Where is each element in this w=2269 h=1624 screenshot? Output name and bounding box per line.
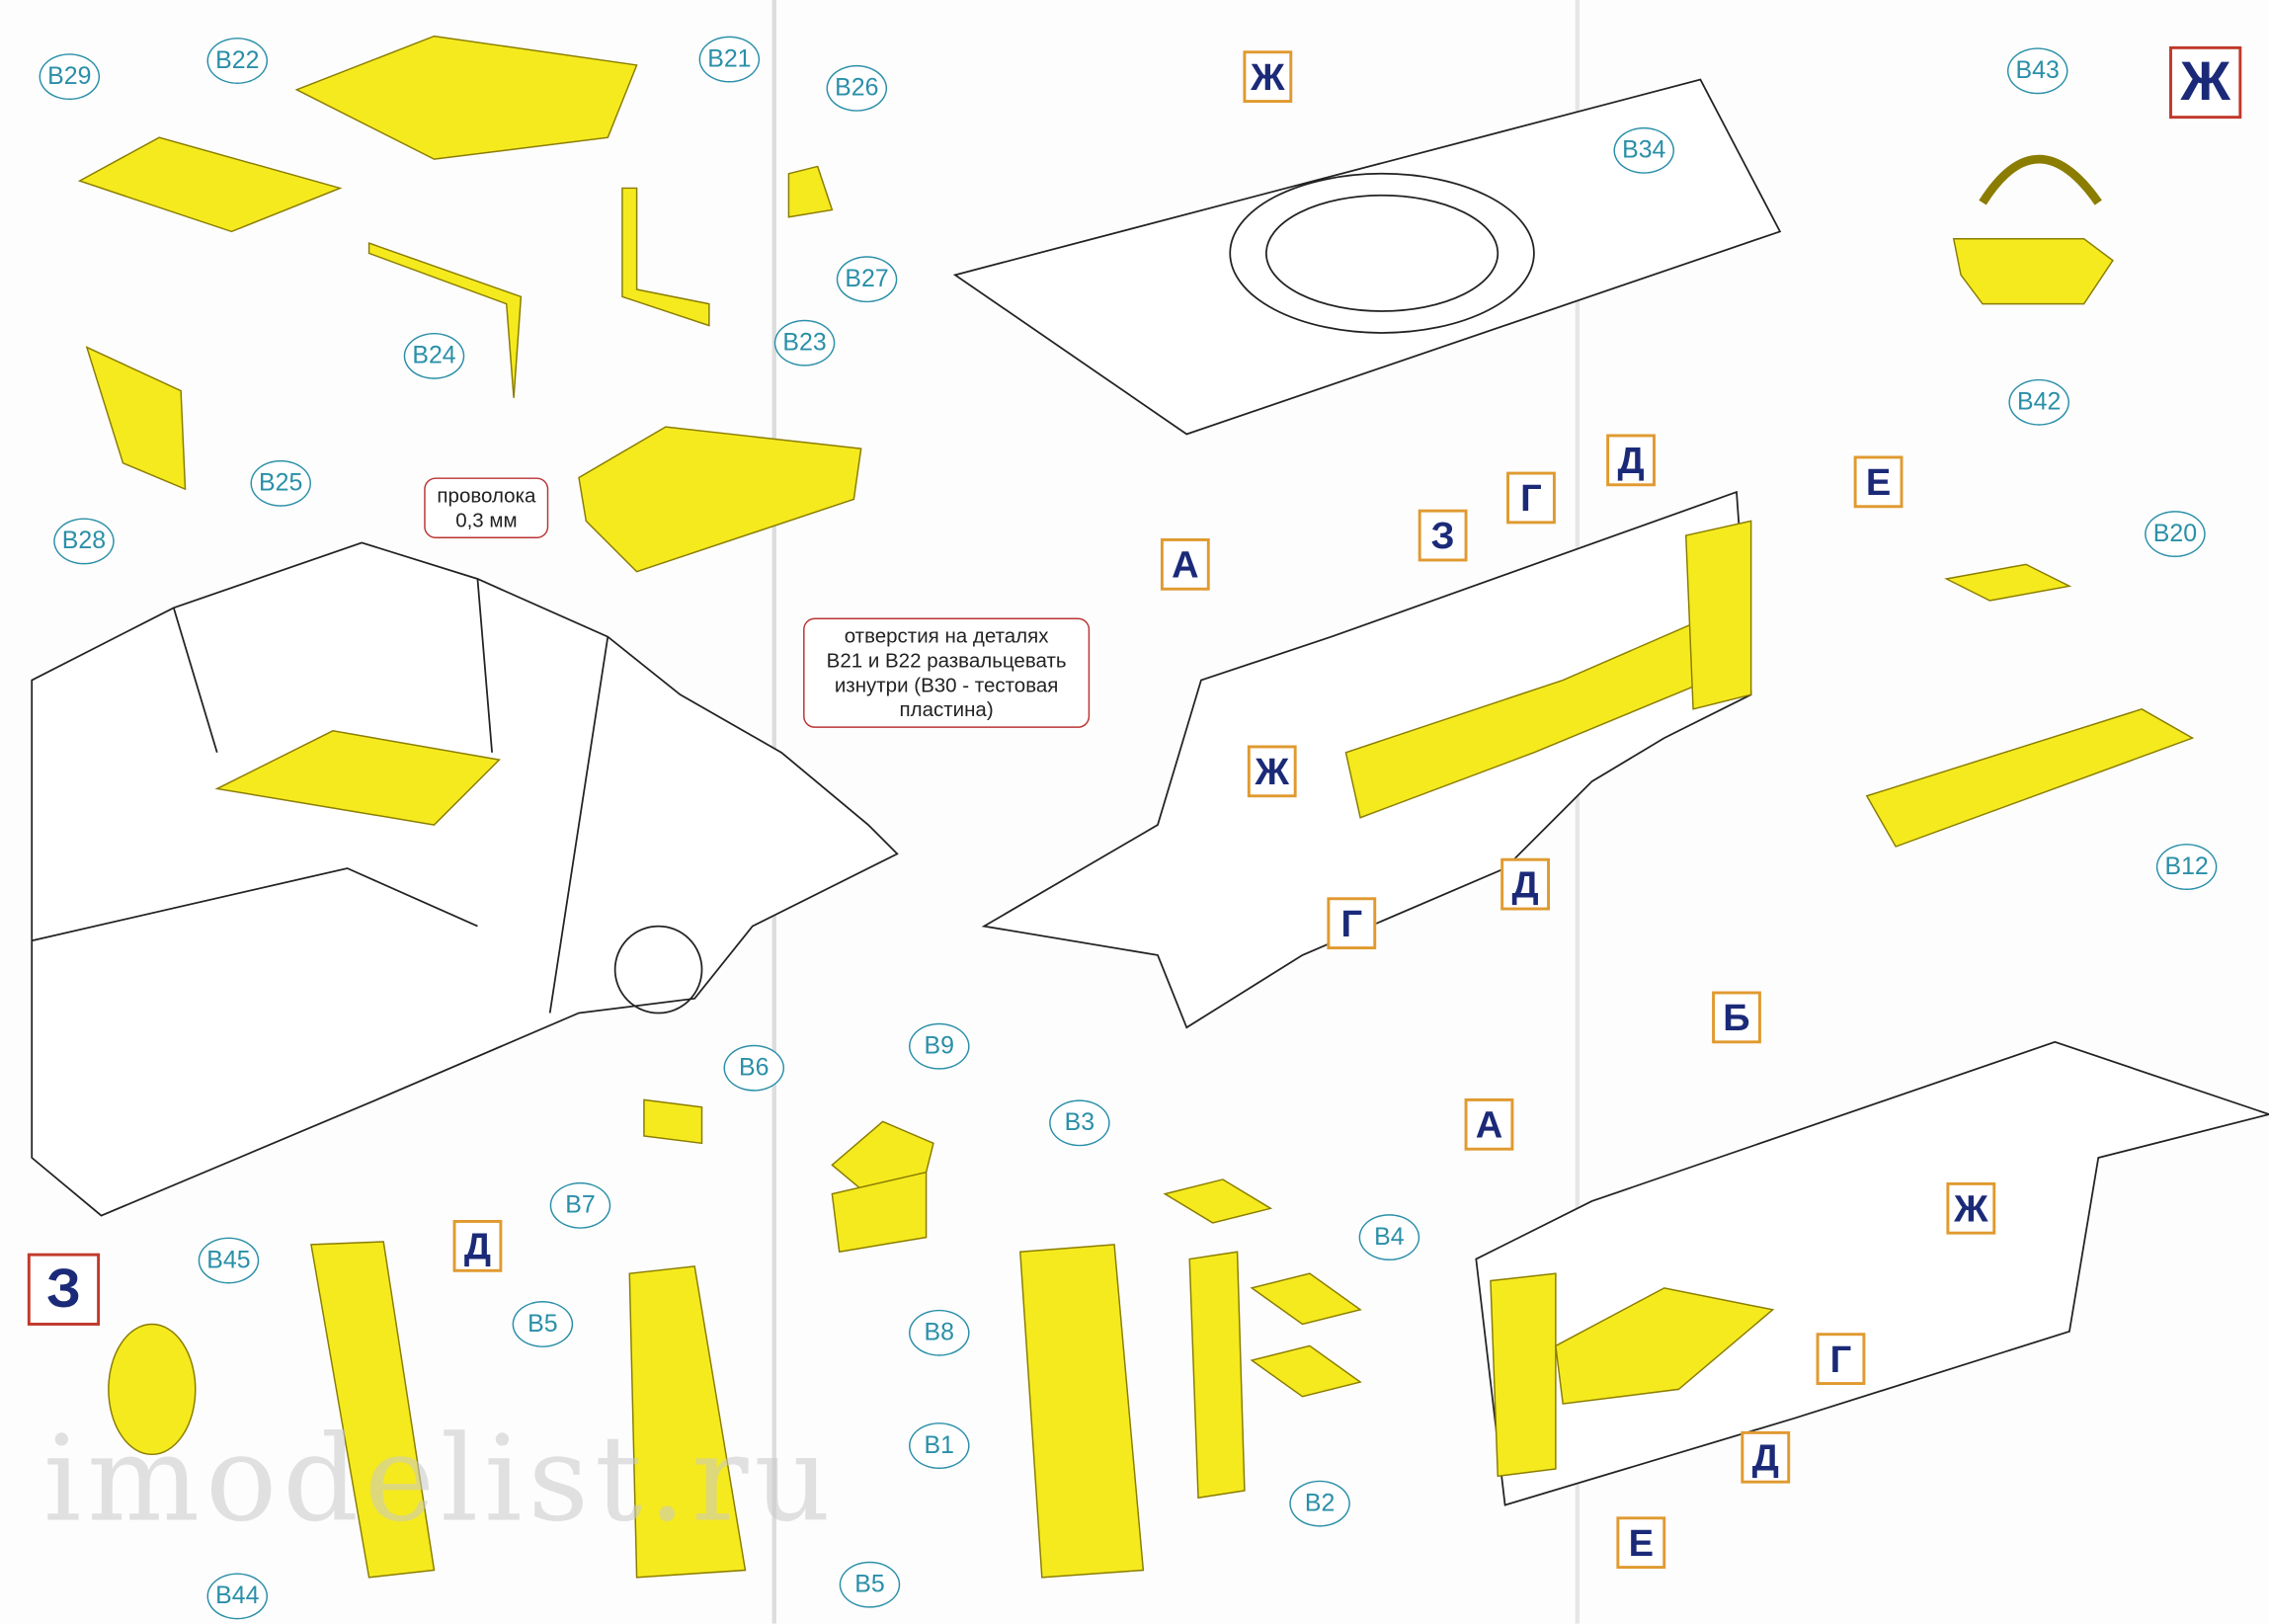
part-label: B27 — [836, 256, 898, 303]
part-label: B21 — [698, 36, 761, 83]
chassis-detail — [32, 578, 609, 1014]
part-b20 — [1944, 563, 2072, 602]
part-label: B9 — [909, 1022, 970, 1070]
note-line: проволока — [437, 483, 536, 507]
hull-roof-plate — [952, 78, 1782, 436]
part-label: B6 — [723, 1044, 785, 1092]
part-label: B29 — [39, 53, 101, 101]
part-b23 — [621, 187, 710, 327]
step-label-zh: Ж — [1243, 50, 1293, 104]
hatch-opening — [1264, 194, 1499, 312]
part-b45 — [108, 1323, 197, 1456]
step-label-d: Д — [1500, 857, 1551, 911]
part-label: B22 — [206, 38, 269, 84]
part-b8 — [831, 1171, 928, 1254]
part-b26 — [787, 165, 834, 218]
wire-note: проволока 0,3 мм — [424, 477, 549, 538]
part-b43 — [1979, 154, 2102, 205]
part-label: B2 — [1289, 1480, 1350, 1527]
rack-assembled — [310, 1241, 436, 1579]
note-line: отверстия на деталях — [844, 623, 1049, 647]
shelf-d-bottom — [1555, 1287, 1775, 1405]
hatch-ring — [1229, 172, 1535, 334]
part-label: B34 — [1613, 126, 1675, 174]
wheel-hub — [613, 925, 703, 1015]
note-line: B21 и B22 развальцевать — [826, 648, 1067, 672]
part-b3 — [1163, 1178, 1273, 1224]
part-label: B26 — [826, 64, 888, 112]
part-label: B25 — [250, 459, 311, 507]
part-label: B3 — [1049, 1099, 1110, 1147]
part-label: B44 — [206, 1573, 269, 1620]
step-label-g: Г — [1506, 471, 1556, 525]
part-label: B43 — [2006, 47, 2068, 95]
part-label: B45 — [198, 1237, 260, 1284]
step-label-e: Е — [1853, 455, 1904, 509]
part-b4a — [1250, 1272, 1362, 1326]
step-platform — [578, 426, 862, 573]
part-label: B28 — [53, 518, 115, 565]
rack-e-bottom — [1490, 1272, 1557, 1478]
step-label-d: Д — [452, 1219, 503, 1272]
step-label-d: Д — [1606, 434, 1656, 487]
part-b22 — [77, 136, 343, 233]
step-label-g: Г — [1816, 1333, 1866, 1386]
part-b5-rack — [628, 1265, 747, 1579]
part-b6 — [643, 1098, 703, 1145]
section-label-zh: Ж — [2169, 45, 2242, 120]
part-label: B23 — [773, 319, 836, 366]
part-b24 — [367, 242, 523, 398]
platform-installed — [214, 730, 501, 826]
step-label-e: Е — [1616, 1516, 1666, 1570]
part-label: B5 — [839, 1561, 901, 1608]
note-line: пластина) — [899, 697, 994, 721]
section-label-z: З — [27, 1253, 101, 1326]
part-label: B7 — [549, 1181, 611, 1229]
step-label-d: Д — [1741, 1430, 1791, 1484]
watermark: imodelist.ru — [42, 1411, 837, 1549]
step-label-zh: Ж — [1247, 745, 1297, 798]
part-b42 — [1952, 237, 2114, 305]
part-b21 — [294, 35, 638, 160]
step-label-zh: Ж — [1946, 1181, 1996, 1235]
part-label: B24 — [403, 332, 465, 379]
holes-note: отверстия на деталях B21 и B22 развальце… — [803, 617, 1091, 728]
part-b2 — [1188, 1251, 1246, 1500]
part-b1 — [1019, 1244, 1145, 1579]
part-label: B12 — [2155, 844, 2218, 890]
part-b28 — [85, 346, 187, 491]
part-b4b — [1250, 1344, 1362, 1398]
part-label: B42 — [2008, 378, 2069, 426]
step-label-g: Г — [1327, 897, 1377, 950]
photo-etch-parts — [77, 35, 2195, 1579]
part-label: B8 — [909, 1309, 970, 1356]
note-line: изнутри (B30 - тестовая — [834, 673, 1059, 696]
step-label-b: Б — [1712, 991, 1761, 1044]
note-line: 0,3 мм — [455, 508, 518, 531]
part-label: B4 — [1358, 1214, 1420, 1261]
rack-e-top — [1684, 520, 1752, 710]
step-label-a: А — [1464, 1097, 1514, 1151]
part-label: B1 — [909, 1422, 970, 1469]
step-label-a: А — [1160, 537, 1210, 591]
part-label: B20 — [2145, 511, 2206, 558]
step-label-z: З — [1418, 509, 1468, 562]
part-b12 — [1865, 708, 2195, 848]
part-label: B5 — [512, 1301, 574, 1347]
chassis-outline — [31, 541, 899, 1217]
side-panel-bottom — [1475, 1040, 2269, 1506]
